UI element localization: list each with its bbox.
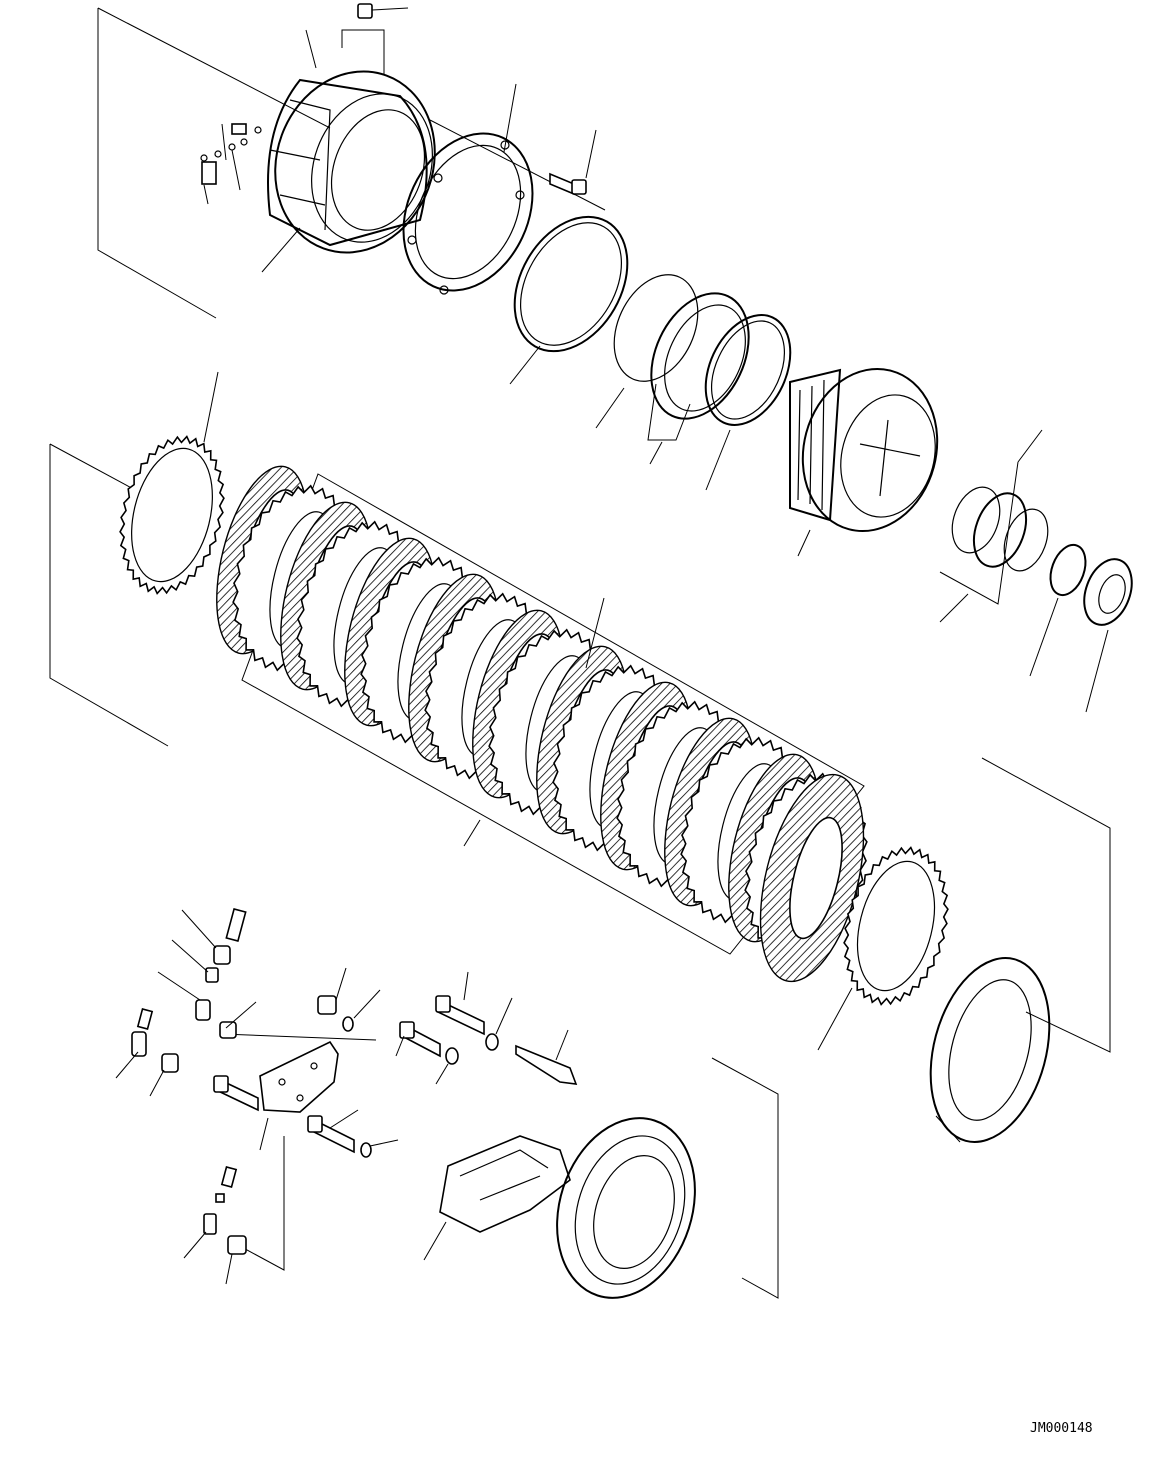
lower-frame xyxy=(221,1033,779,1299)
pins xyxy=(200,123,262,205)
seal-set xyxy=(939,429,1049,623)
clutch-plate-bore xyxy=(131,447,213,583)
clutch-plate-steel xyxy=(119,435,225,595)
clutch-plates xyxy=(119,435,949,1006)
bolts-lower xyxy=(213,967,513,1158)
wire-clip xyxy=(515,1029,578,1085)
hub-carrier xyxy=(789,367,939,557)
retainer-plate xyxy=(402,83,534,295)
bracket xyxy=(259,1040,339,1151)
end-plates xyxy=(817,957,1051,1143)
bolt-upper xyxy=(549,129,597,196)
snap-ring-bearing xyxy=(1029,543,1133,713)
sensor-rotor xyxy=(556,1117,696,1299)
o-ring-upper xyxy=(509,215,629,385)
clutch-plate-bore xyxy=(856,860,936,992)
clutch-leaders xyxy=(203,371,605,847)
diagram-code: JM000148 xyxy=(1030,1421,1093,1436)
clutch-plate-bore xyxy=(789,816,843,940)
plug xyxy=(341,3,409,75)
piston-rings xyxy=(595,274,792,491)
brake-housing xyxy=(261,29,436,273)
top-group-frame xyxy=(97,7,606,319)
clutch-plate-steel xyxy=(843,846,949,1006)
fittings xyxy=(115,907,257,1097)
guard-cover xyxy=(423,1135,571,1261)
sensor-parts xyxy=(183,1166,247,1285)
